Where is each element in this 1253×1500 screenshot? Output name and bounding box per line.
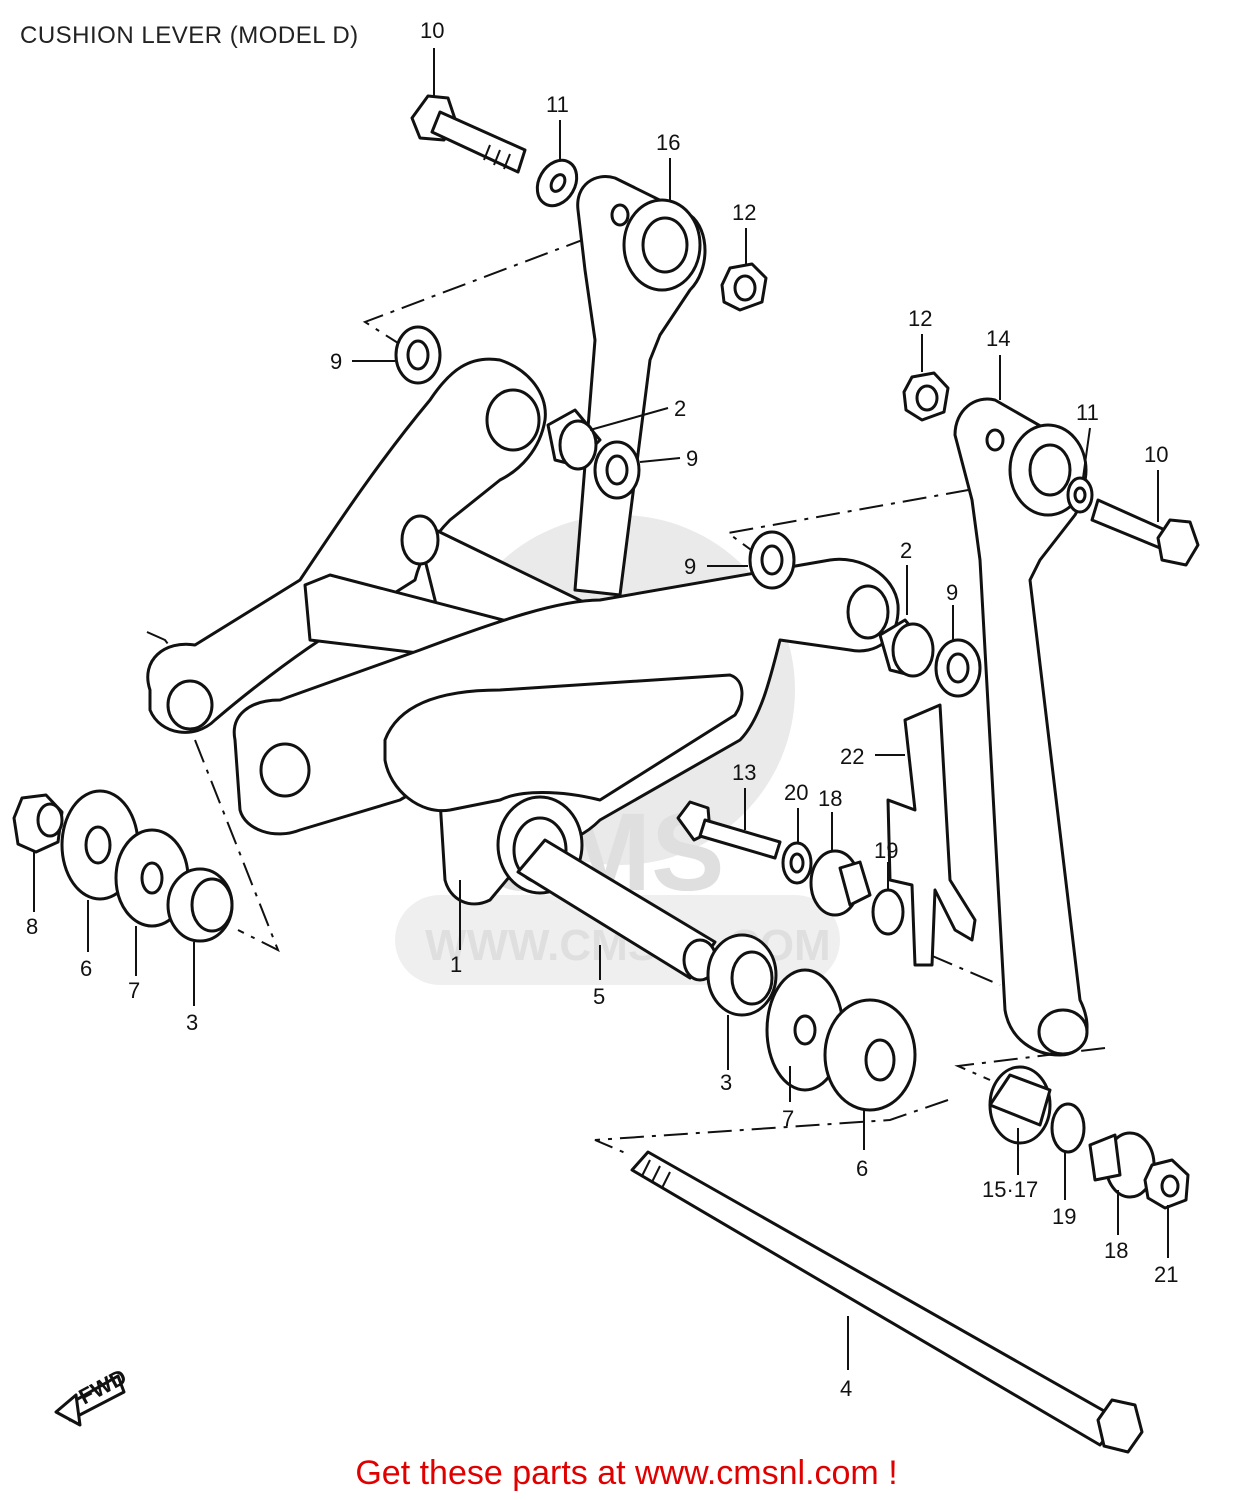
part-bearing-3-a: [166, 867, 234, 943]
callout-3: 3: [720, 1070, 732, 1095]
callout-13: 13: [732, 760, 756, 785]
callout-15-17: 15·17: [982, 1177, 1038, 1202]
callout-16: 16: [656, 130, 680, 155]
callout-11: 11: [546, 92, 569, 117]
part-bracket-22: [886, 703, 977, 967]
callout-18: 18: [818, 786, 842, 811]
callout-10: 10: [420, 18, 444, 43]
callout-9: 9: [946, 580, 958, 605]
callout-4: 4: [840, 1376, 852, 1401]
part-dust-seal-9-b: [593, 440, 641, 500]
part-nut-12-right: [902, 371, 950, 422]
part-spacer-2-b: [878, 618, 935, 678]
part-collar-18-a: [809, 849, 872, 917]
part-washer-11-right: [1066, 476, 1094, 514]
callout-10: 10: [1144, 442, 1168, 467]
part-o-ring-19-b: [1050, 1102, 1086, 1154]
callout-9: 9: [686, 446, 698, 471]
callout-21: 21: [1154, 1262, 1178, 1287]
part-spacer-15-17: [988, 1065, 1052, 1145]
part-cushion-lever: [146, 357, 900, 906]
leader-lines: [33, 48, 1169, 1370]
part-collar-18-b: [1088, 1131, 1156, 1199]
callout-6: 6: [856, 1156, 868, 1181]
callout-9: 9: [330, 349, 342, 374]
footer-parts-link[interactable]: Get these parts at www.cmsnl.com !: [355, 1454, 898, 1492]
callout-19: 19: [874, 838, 898, 863]
callout-2: 2: [674, 396, 686, 421]
part-bearing-3-b: [706, 933, 778, 1017]
callout-labels: 10 11 16 12 9 2 9 12 14 11 10 9 2 9 22 1…: [26, 18, 1178, 1401]
part-dust-seal-9-c: [748, 530, 796, 590]
part-washer-11-upper: [535, 158, 579, 208]
part-dust-seal-9-a: [394, 325, 442, 385]
callout-8: 8: [26, 914, 38, 939]
part-nut-8: [12, 793, 64, 854]
callout-5: 5: [593, 984, 605, 1009]
callout-20: 20: [784, 780, 808, 805]
callout-7: 7: [782, 1106, 794, 1131]
callout-11: 11: [1076, 400, 1099, 425]
fwd-arrow-icon: FWD: [54, 1364, 131, 1427]
part-bolt-10-upper: [410, 94, 527, 174]
callout-22: 22: [840, 744, 864, 769]
part-dust-seal-9-d: [934, 638, 982, 698]
part-nut-21: [1143, 1158, 1190, 1210]
callout-3: 3: [186, 1010, 198, 1035]
callout-7: 7: [128, 978, 140, 1003]
callout-6: 6: [80, 956, 92, 981]
part-bolt-4: [630, 1150, 1144, 1454]
callout-1: 1: [450, 952, 462, 977]
callout-14: 14: [986, 326, 1010, 351]
callout-12: 12: [908, 306, 932, 331]
part-washer-6-b: [823, 998, 917, 1112]
part-bolt-13: [676, 800, 782, 860]
diagram-title: CUSHION LEVER (MODEL D): [20, 22, 359, 49]
callout-18: 18: [1104, 1238, 1128, 1263]
callout-19: 19: [1052, 1204, 1076, 1229]
part-nut-12-upper: [720, 262, 768, 312]
callout-12: 12: [732, 200, 756, 225]
part-o-ring-19-a: [871, 888, 905, 936]
callout-2: 2: [900, 538, 912, 563]
part-washer-20: [781, 841, 813, 885]
part-spacer-2-a: [546, 408, 602, 471]
part-bolt-10-right: [1090, 498, 1200, 567]
callout-9: 9: [684, 554, 696, 579]
